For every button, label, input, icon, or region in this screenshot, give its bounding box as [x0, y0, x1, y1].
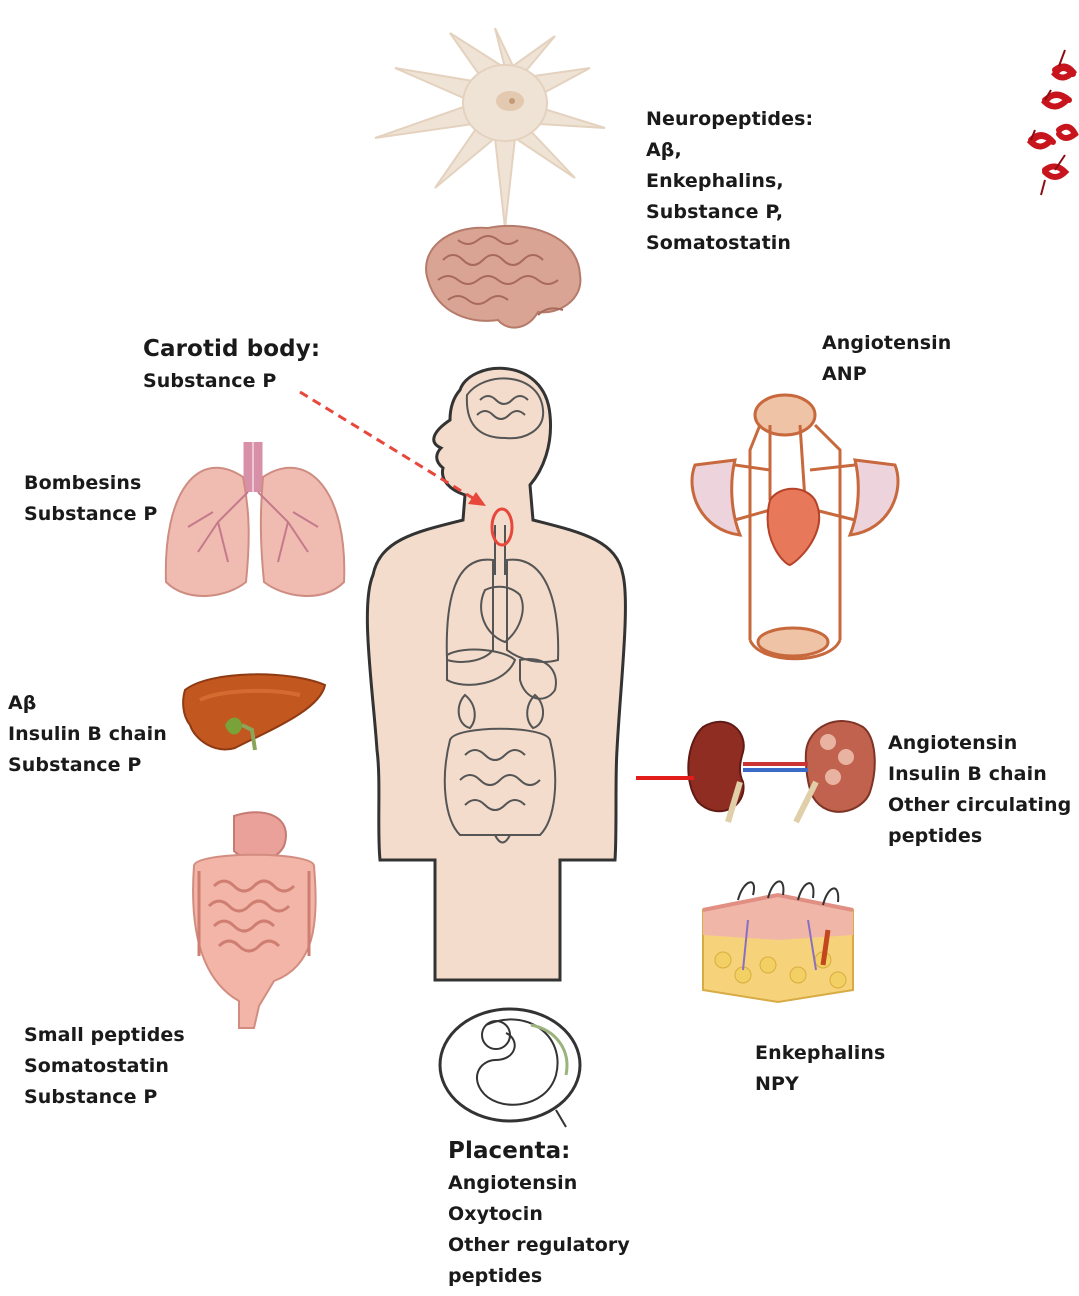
kidney-label-line: Angiotensin — [888, 728, 1071, 759]
protein-structure-icon — [1015, 30, 1079, 205]
placenta-label-line: Oxytocin — [448, 1199, 630, 1230]
intestine-label-line: Somatostatin — [24, 1051, 185, 1082]
circulation-label-line: Angiotensin — [822, 328, 951, 359]
liver-label-line: Substance P — [8, 750, 167, 781]
skin-label-line: NPY — [755, 1069, 885, 1100]
intestine-icon — [184, 806, 324, 1031]
kidney-label-line: Insulin B chain — [888, 759, 1071, 790]
carotid-label: Carotid body: Substance P — [143, 332, 320, 397]
circulation-label-line: ANP — [822, 359, 951, 390]
kidney-icon — [688, 712, 878, 822]
carotid-heading: Carotid body: — [143, 332, 320, 366]
liver-label-line: Insulin B chain — [8, 719, 167, 750]
circulation-label: Angiotensin ANP — [822, 328, 951, 390]
placenta-label-line: peptides — [448, 1261, 630, 1292]
placenta-label-line: Other regulatory — [448, 1230, 630, 1261]
lungs-label-line: Substance P — [24, 499, 157, 530]
skin-label: Enkephalins NPY — [755, 1038, 885, 1100]
carotid-dashed-arrow — [296, 388, 506, 518]
lungs-label: Bombesins Substance P — [24, 468, 157, 530]
intestine-label-line: Substance P — [24, 1082, 185, 1113]
skin-label-line: Enkephalins — [755, 1038, 885, 1069]
liver-icon — [180, 670, 328, 755]
fetus-placenta-icon — [436, 1005, 584, 1130]
neuron-label-line: Enkephalins, — [646, 166, 813, 197]
liver-label: Aβ Insulin B chain Substance P — [8, 688, 167, 781]
brain-icon — [418, 220, 586, 332]
neuron-label-line: Substance P, — [646, 197, 813, 228]
kidney-connector-line — [636, 776, 694, 780]
neuron-label-line: Somatostatin — [646, 228, 813, 259]
intestine-label-line: Small peptides — [24, 1020, 185, 1051]
neuron-label-line: Neuropeptides: — [646, 104, 813, 135]
kidney-label: Angiotensin Insulin B chain Other circul… — [888, 728, 1071, 852]
kidney-label-line: Other circulating — [888, 790, 1071, 821]
carotid-label-line: Substance P — [143, 366, 320, 397]
kidney-label-line: peptides — [888, 821, 1071, 852]
liver-label-line: Aβ — [8, 688, 167, 719]
neuron-icon — [355, 28, 625, 238]
lungs-label-line: Bombesins — [24, 468, 157, 499]
placenta-label-line: Angiotensin — [448, 1168, 630, 1199]
skin-icon — [698, 880, 858, 1005]
neuron-label-line: Aβ, — [646, 135, 813, 166]
neuron-label: Neuropeptides: Aβ, Enkephalins, Substanc… — [646, 104, 813, 259]
circulatory-system-icon — [690, 390, 902, 665]
placenta-label: Placenta: Angiotensin Oxytocin Other reg… — [448, 1134, 630, 1292]
placenta-heading: Placenta: — [448, 1134, 630, 1168]
intestine-label: Small peptides Somatostatin Substance P — [24, 1020, 185, 1113]
